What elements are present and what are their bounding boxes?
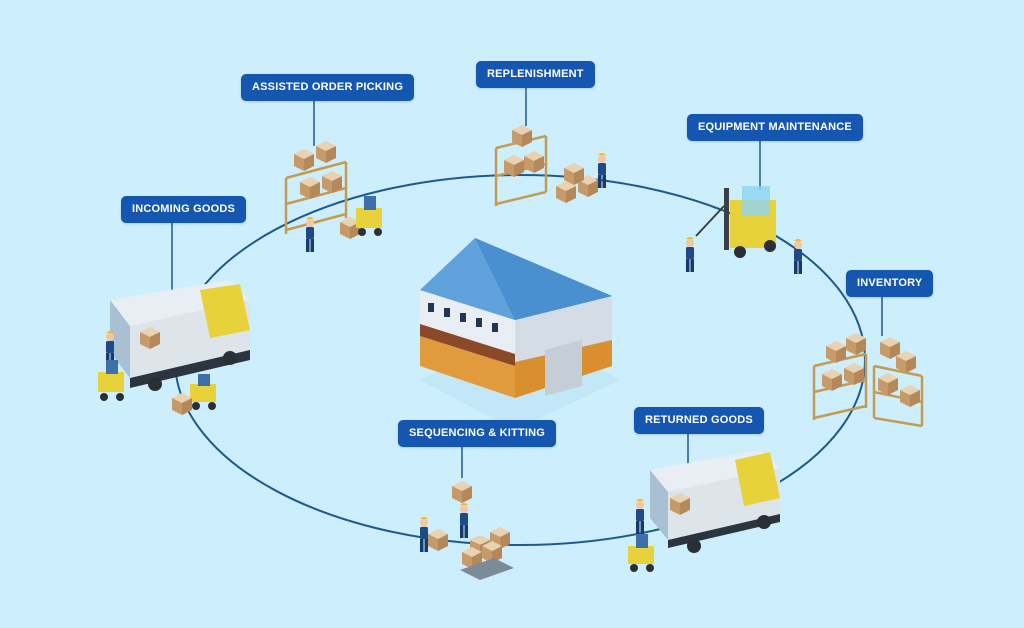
incoming-goods-illustration (98, 280, 250, 415)
replenishment-illustration (494, 125, 606, 206)
label-incoming-goods: INCOMING GOODS (121, 196, 247, 223)
label-assisted-order-picking: ASSISTED ORDER PICKING (241, 74, 415, 101)
label-equipment-maintenance: EQUIPMENT MAINTENANCE (687, 114, 863, 141)
inventory-illustration (812, 333, 924, 428)
maintenance-illustration (686, 186, 802, 274)
label-returned-goods: RETURNED GOODS (634, 407, 764, 434)
label-replenishment: REPLENISHMENT (476, 61, 595, 88)
returned-goods-illustration (628, 450, 780, 572)
order-picking-illustration (284, 141, 382, 252)
label-sequencing-kitting: SEQUENCING & KITTING (398, 420, 557, 447)
label-inventory: INVENTORY (846, 270, 934, 297)
warehouse-icon (420, 238, 620, 430)
sequencing-kitting-illustration (420, 481, 514, 580)
connector-lines (171, 87, 883, 478)
